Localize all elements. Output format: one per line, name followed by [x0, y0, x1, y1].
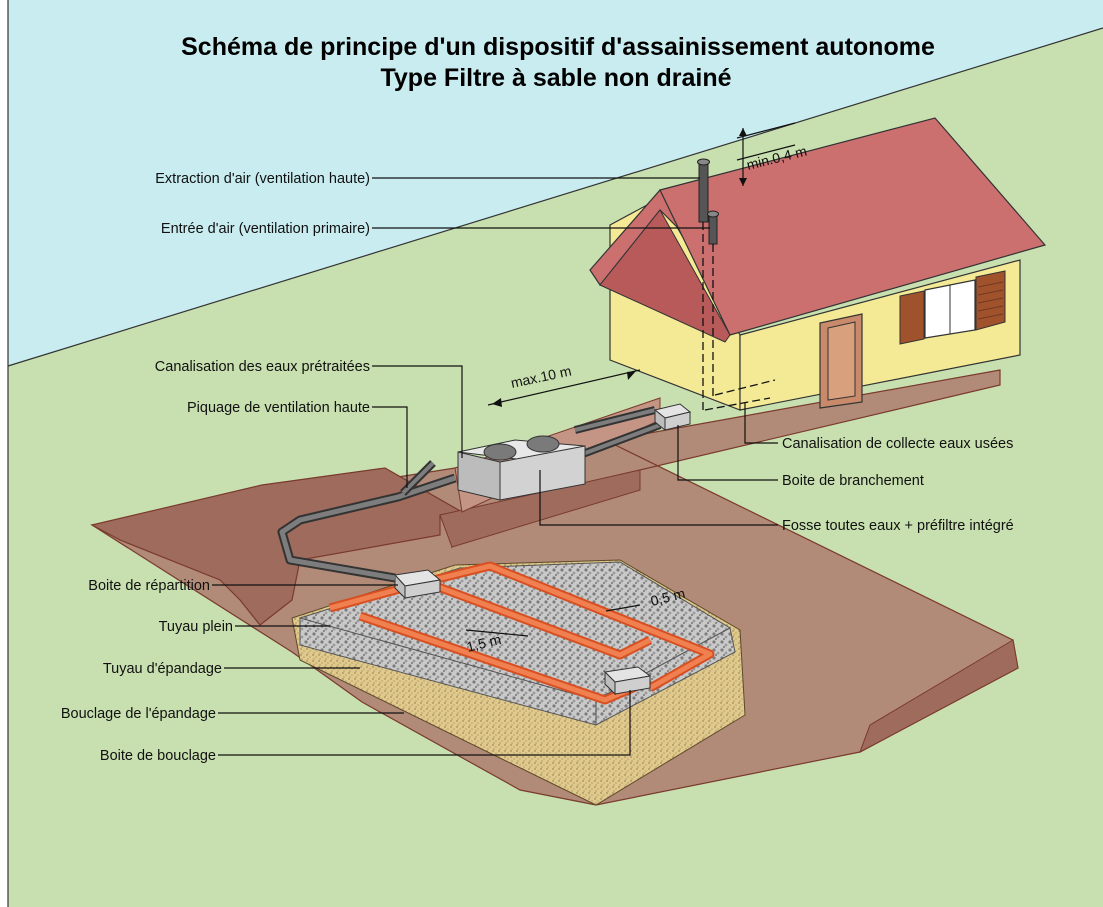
title-line-1: Schéma de principe d'un dispositif d'ass…	[181, 33, 935, 61]
label-piquage-ventilation: Piquage de ventilation haute	[187, 400, 370, 416]
label-canalisation-collecte: Canalisation de collecte eaux usées	[782, 436, 1013, 452]
label-extraction-air: Extraction d'air (ventilation haute)	[155, 171, 370, 187]
filter-bed	[291, 559, 746, 806]
label-tuyau-plein: Tuyau plein	[159, 619, 233, 635]
title-line-2: Type Filtre à sable non drainé	[380, 64, 731, 92]
connection-box	[653, 403, 692, 432]
sky-area	[8, 0, 1103, 366]
septic-tank	[457, 435, 586, 501]
label-bouclage-epandage: Bouclage de l'épandage	[61, 706, 216, 722]
label-boite-repartition: Boite de répartition	[88, 578, 210, 594]
label-canalisation-pretraitees: Canalisation des eaux prétraitées	[155, 359, 370, 375]
dimension-marks	[465, 122, 796, 637]
house	[589, 117, 1047, 411]
label-entree-air: Entrée d'air (ventilation primaire)	[161, 221, 370, 237]
label-fosse-toutes-eaux: Fosse toutes eaux + préfiltre intégré	[782, 518, 1014, 534]
label-boite-branchement: Boite de branchement	[782, 473, 924, 489]
leader-lines	[212, 177, 778, 756]
label-boite-bouclage: Boite de bouclage	[100, 748, 216, 764]
label-tuyau-epandage: Tuyau d'épandage	[103, 661, 222, 677]
horizon-line	[7, 27, 1103, 367]
